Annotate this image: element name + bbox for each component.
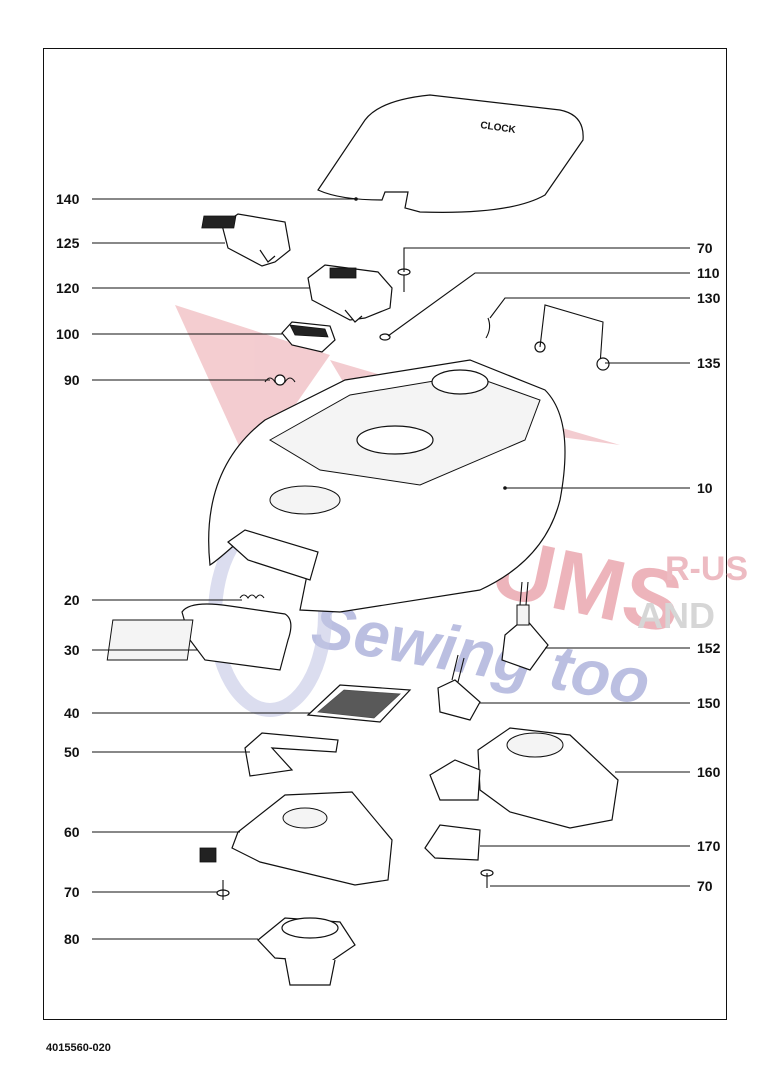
part-10-main-housing: [208, 359, 566, 613]
part-170-cover-plate: [424, 824, 481, 861]
part-50-filter-foam: [244, 732, 339, 777]
callout-70-bottom-right: 70: [697, 878, 713, 894]
part-135-grommet: [596, 357, 610, 371]
part-80-motor-mount: [257, 917, 356, 986]
callout-70-top: 70: [697, 240, 713, 256]
part-120-switch-housing: [307, 264, 393, 323]
callout-140: 140: [56, 191, 80, 207]
callout-160: 160: [697, 764, 721, 780]
callout-70-bottom-left: 70: [64, 884, 80, 900]
callout-labels: 140 125 120 100 90 20 30 40 50 60 70 80 …: [56, 191, 721, 947]
callout-170: 170: [697, 838, 721, 854]
callout-110: 110: [697, 265, 720, 281]
part-160-fan-housing: [429, 727, 619, 829]
part-152-lamp-holder: [501, 581, 549, 671]
cover-logo-text: CLOCK: [480, 120, 518, 136]
part-20-spring: [239, 594, 265, 599]
part-110-washer: [379, 333, 391, 341]
callout-50: 50: [64, 744, 80, 760]
part-70-screw-bottom-left: [216, 880, 230, 900]
drawing-frame: [43, 48, 727, 1020]
part-150-lamp-holder: [437, 654, 481, 721]
callout-100: 100: [56, 326, 80, 342]
callout-60: 60: [64, 824, 80, 840]
watermark-and-text: AND: [637, 595, 715, 636]
callout-120: 120: [56, 280, 80, 296]
part-70-screw-bottom-right: [480, 869, 494, 888]
part-125-switch: [201, 213, 291, 267]
callout-40: 40: [64, 705, 80, 721]
part-40-filter-grille: [306, 684, 412, 723]
callout-130: 130: [697, 290, 721, 306]
callout-152: 152: [697, 640, 721, 656]
callout-150: 150: [697, 695, 721, 711]
callout-135: 135: [697, 355, 721, 371]
leader-lines: [92, 197, 690, 940]
part-60-lower-housing: [199, 791, 393, 886]
callout-125: 125: [56, 235, 80, 251]
part-90-spring: [264, 374, 296, 386]
callout-80: 80: [64, 931, 80, 947]
callout-90: 90: [64, 372, 80, 388]
part-100-bracket: [281, 321, 336, 353]
watermark-red-swoosh: [175, 305, 330, 470]
callout-10: 10: [697, 480, 713, 496]
part-30-door: [106, 603, 292, 671]
callout-30: 30: [64, 642, 80, 658]
watermark-rus-text: R-US: [665, 550, 748, 588]
callout-20: 20: [64, 592, 80, 608]
part-130-cable-clip: [485, 304, 604, 366]
document-code: 4015560-020: [46, 1042, 111, 1054]
part-70-screw-top: [397, 268, 411, 292]
part-140-cover: CLOCK: [317, 94, 584, 213]
